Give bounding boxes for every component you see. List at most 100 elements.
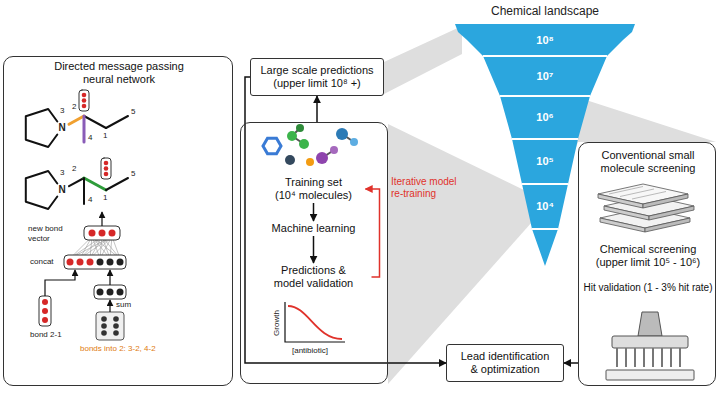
node-label: 10⁴	[530, 198, 560, 214]
growth-plot	[288, 306, 342, 339]
workflow-box: Training set (10⁴ molecules) Machine lear…	[240, 122, 388, 384]
network-drawing	[42, 308, 48, 314]
growth-plot	[285, 302, 345, 342]
network-drawing	[101, 316, 107, 322]
plate-stack	[643, 194, 688, 208]
network-drawing	[101, 323, 107, 329]
molecule-drawing	[82, 98, 87, 103]
network-drawing	[109, 230, 116, 237]
pipette-drawing	[652, 348, 654, 367]
atom-number: 4	[88, 195, 92, 205]
funnel-fill	[455, 24, 635, 266]
molecule-icons	[316, 152, 328, 164]
network-drawing	[117, 289, 124, 296]
molecule-drawing	[84, 178, 106, 190]
molecule-icons	[287, 131, 297, 141]
band-separator	[522, 183, 568, 185]
layer-label: new bond vector	[28, 224, 80, 244]
molecule-drawing	[26, 171, 58, 209]
funnel-shape: Chemical landscape10⁸10⁷10⁶10⁵10⁴	[454, 4, 636, 270]
network-drawing	[89, 230, 96, 237]
step-text: Training set (10⁴ molecules)	[262, 175, 366, 203]
node-label: Directed message passing neural network	[49, 60, 189, 86]
molecule-drawing	[26, 109, 58, 147]
molecule-icons	[330, 146, 338, 154]
step-text: Machine learning	[262, 221, 366, 236]
pipette-drawing	[670, 348, 672, 367]
pipette-drawing	[625, 348, 627, 367]
molecule-drawing	[106, 178, 128, 190]
network-drawing	[113, 323, 119, 329]
node-label: 10⁶	[515, 109, 575, 125]
funnel-band: 10⁶	[515, 109, 575, 125]
atom-label: N	[58, 184, 65, 196]
atom-number: 2	[72, 102, 76, 112]
network-drawing	[94, 285, 126, 299]
pipette-drawing	[616, 348, 618, 367]
edge-label: Iterative model re-training	[391, 176, 461, 200]
network-drawing	[64, 255, 126, 269]
network-drawing	[117, 259, 124, 266]
pipette-drawing	[634, 348, 636, 367]
plate-stack	[600, 218, 645, 232]
network-drawing	[101, 330, 107, 336]
pipette-drawing	[606, 370, 694, 380]
molecule-drawing	[26, 158, 128, 209]
pipette-drawing	[679, 348, 681, 367]
molecule-icons	[296, 124, 304, 132]
network-drawing	[77, 259, 84, 266]
band-separator	[483, 55, 607, 57]
molecule-drawing	[104, 172, 109, 177]
layer-label: sum	[116, 300, 131, 310]
pipette-drawing	[612, 336, 688, 348]
network-drawing	[107, 289, 114, 296]
network-drawing	[97, 289, 104, 296]
atom-number: 1	[103, 131, 107, 141]
layer-label: bond 2-1	[30, 330, 62, 340]
molecule-icons	[263, 124, 358, 166]
molecule-drawing	[83, 178, 85, 204]
molecule-drawing	[69, 116, 84, 124]
atom-number: 4	[88, 133, 92, 143]
molecule-icons	[336, 128, 348, 140]
growth-plot	[285, 302, 345, 342]
molecule-icons	[350, 138, 358, 146]
projection-wedge	[573, 100, 716, 156]
network-drawing	[84, 226, 120, 240]
connector-arrow	[313, 203, 315, 221]
pipette-drawing	[617, 348, 680, 367]
connector-arrow	[366, 189, 380, 277]
network-drawing	[42, 299, 48, 305]
molecule-drawing	[82, 93, 87, 98]
atom-label: N	[58, 122, 65, 134]
step-text: Predictions & model validation	[256, 263, 372, 291]
atom-number: 1	[103, 193, 107, 203]
atom-number: 2	[72, 164, 76, 174]
node-label: 10⁷	[505, 68, 585, 84]
network-drawing	[97, 259, 104, 266]
molecule-drawing	[106, 116, 128, 128]
band-separator	[532, 228, 558, 230]
network-drawing	[96, 312, 124, 340]
band-separator	[512, 138, 578, 140]
network-drawing	[107, 259, 114, 266]
screening-panel: Conventional small molecule screeningChe…	[578, 142, 716, 386]
molecule-icons	[306, 158, 314, 166]
molecule-drawing	[69, 178, 84, 186]
connector-arrow	[564, 362, 578, 364]
atom-number: 3	[60, 106, 64, 116]
plate-stack	[649, 206, 694, 220]
network-drawing	[39, 296, 51, 326]
molecule-icons	[285, 155, 295, 165]
layer-label: concat	[30, 257, 54, 267]
node-label: Chemical landscape	[454, 4, 636, 18]
plate-stack	[598, 184, 694, 232]
network-drawing	[87, 259, 94, 266]
molecule-drawing	[79, 90, 89, 111]
connector-arrow	[313, 236, 315, 263]
connector-arrow	[245, 77, 446, 363]
node-label: Large scale predictions (upper limit 10⁸…	[257, 64, 377, 90]
atom-number: 3	[60, 168, 64, 178]
